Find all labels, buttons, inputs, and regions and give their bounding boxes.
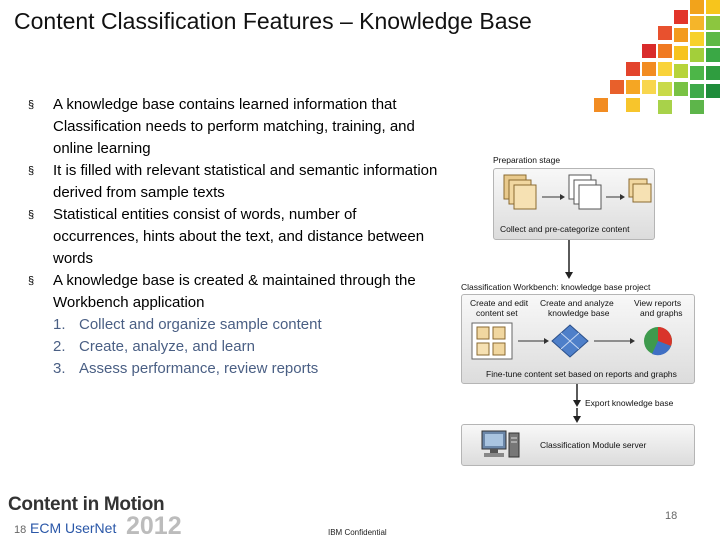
preparation-stage-label: Preparation stage (493, 155, 561, 165)
numbered-steps: 1. Collect and organize sample content 2.… (28, 314, 438, 380)
bullet-text: Statistical entities consist of words, n… (53, 206, 425, 267)
down-arrow-icon (573, 408, 581, 423)
bullet-text: It is filled with relevant statistical a… (53, 162, 438, 201)
workflow-diagram: Preparation stage Collect and pre-catego… (455, 150, 705, 470)
workbench-icons (471, 322, 672, 360)
down-arrow-icon (573, 384, 581, 407)
bullet-item: § It is filled with relevant statistical… (28, 160, 438, 204)
logo-slide-number: 18 (14, 524, 27, 536)
down-arrow-icon (565, 240, 573, 279)
step-item: 2. Create, analyze, and learn (53, 336, 438, 358)
bullet-item: § A knowledge base is created & maintain… (28, 270, 438, 314)
logo-year: 2012 (126, 512, 182, 540)
workbench-stage-box: Create and edit content set Create and a… (461, 294, 695, 384)
col2-label-line1: Create and analyze (540, 298, 614, 308)
bullet-marker: § (28, 165, 35, 177)
bullet-item: § Statistical entities consist of words,… (28, 204, 438, 270)
workbench-title-label: Classification Workbench: knowledge base… (461, 282, 651, 292)
step-item: 1. Collect and organize sample content (53, 314, 438, 336)
step-text: Create, analyze, and learn (79, 338, 255, 355)
step-text: Assess performance, review reports (79, 360, 319, 377)
preparation-stage-box: Collect and pre-categorize content (493, 168, 655, 240)
step-number: 1. (53, 316, 66, 333)
documents-icon (503, 174, 652, 210)
finetune-label: Fine-tune content set based on reports a… (486, 369, 677, 379)
collect-content-label: Collect and pre-categorize content (500, 224, 630, 234)
col1-label-line1: Create and edit (470, 298, 529, 308)
page-number: 18 (665, 510, 678, 522)
server-label: Classification Module server (540, 440, 647, 450)
bullet-item: § A knowledge base contains learned info… (28, 94, 438, 160)
bullet-marker: § (28, 99, 35, 111)
bullet-text: A knowledge base is created & maintained… (53, 272, 416, 311)
col3-label-line1: View reports (634, 298, 682, 308)
step-number: 3. (53, 360, 66, 377)
confidential-label: IBM Confidential (328, 528, 387, 537)
content-in-motion-logo: Content in Motion 18 ECM UserNet 2012 (8, 494, 182, 540)
logo-subline: 18 ECM UserNet 2012 (8, 512, 182, 540)
col1-label-line2: content set (476, 308, 518, 318)
bullet-text: A knowledge base contains learned inform… (53, 96, 415, 157)
decorative-cubes-graphic (594, 0, 720, 114)
step-text: Collect and organize sample content (79, 316, 322, 333)
server-computer-icon (481, 430, 520, 458)
bullet-marker: § (28, 275, 35, 287)
col2-label-line2: knowledge base (548, 308, 610, 318)
cube-cluster (594, 0, 720, 114)
export-label: Export knowledge base (585, 398, 674, 408)
bullet-marker: § (28, 209, 35, 221)
logo-title: Content in Motion (8, 494, 165, 515)
step-number: 2. (53, 338, 66, 355)
slide-title: Content Classification Features – Knowle… (14, 8, 532, 34)
server-stage-box: Classification Module server (461, 424, 695, 466)
col3-label-line2: and graphs (640, 308, 683, 318)
bullet-list: § A knowledge base contains learned info… (28, 94, 438, 380)
logo-usernet: ECM UserNet (30, 520, 117, 536)
step-item: 3. Assess performance, review reports (53, 358, 438, 380)
